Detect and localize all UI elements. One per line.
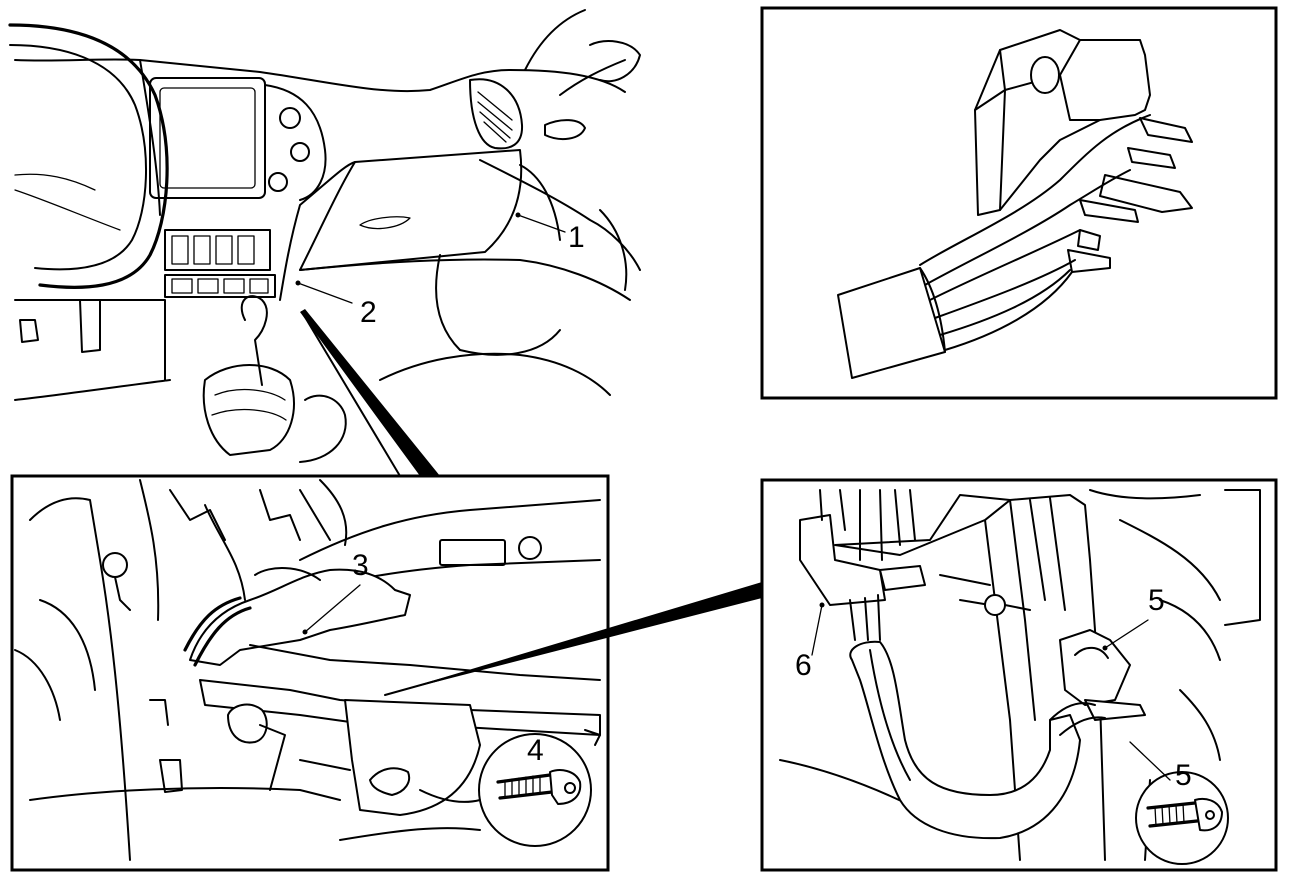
sensor-knob: [102, 552, 128, 578]
wiring-loom: [849, 640, 1081, 840]
dashboard-overview-view: [8, 9, 641, 463]
dashboard-top: [14, 58, 626, 93]
callout-5-connector: 5: [1148, 584, 1165, 617]
cross-beam: [299, 499, 601, 561]
wire-bundle: [919, 114, 1151, 266]
detail-pointer-wedge: [300, 309, 440, 476]
callout-4: 4: [527, 734, 544, 767]
connector-detail-view: [779, 489, 1261, 865]
air-vent: [469, 78, 524, 150]
connector-6: [799, 514, 886, 606]
connector-pointer-wedge: [385, 582, 762, 695]
steering-wheel-outline: [8, 23, 169, 289]
terminal-blade: [1139, 117, 1193, 143]
steering-wheel-inner: [9, 44, 147, 271]
bracket-detail-view: [14, 479, 601, 861]
connector-closeup-view: [837, 29, 1193, 379]
glove-box: [299, 149, 523, 271]
callout-6: 6: [795, 649, 812, 682]
terminal-blade: [1099, 174, 1193, 213]
wiring-harness: [189, 568, 411, 666]
callout-2: 2: [360, 296, 377, 329]
callout-3: 3: [352, 549, 369, 582]
trim-panel: [279, 161, 356, 301]
callout-1: 1: [568, 221, 585, 254]
connector-housing: [974, 29, 1151, 216]
connector-5: [1059, 629, 1131, 706]
center-display: [149, 77, 266, 199]
screw-inset-circle-5: [1135, 771, 1229, 865]
callout-5-screw: 5: [1175, 759, 1192, 792]
screw-inset-circle: [478, 733, 592, 847]
screw-5: [1146, 801, 1199, 828]
